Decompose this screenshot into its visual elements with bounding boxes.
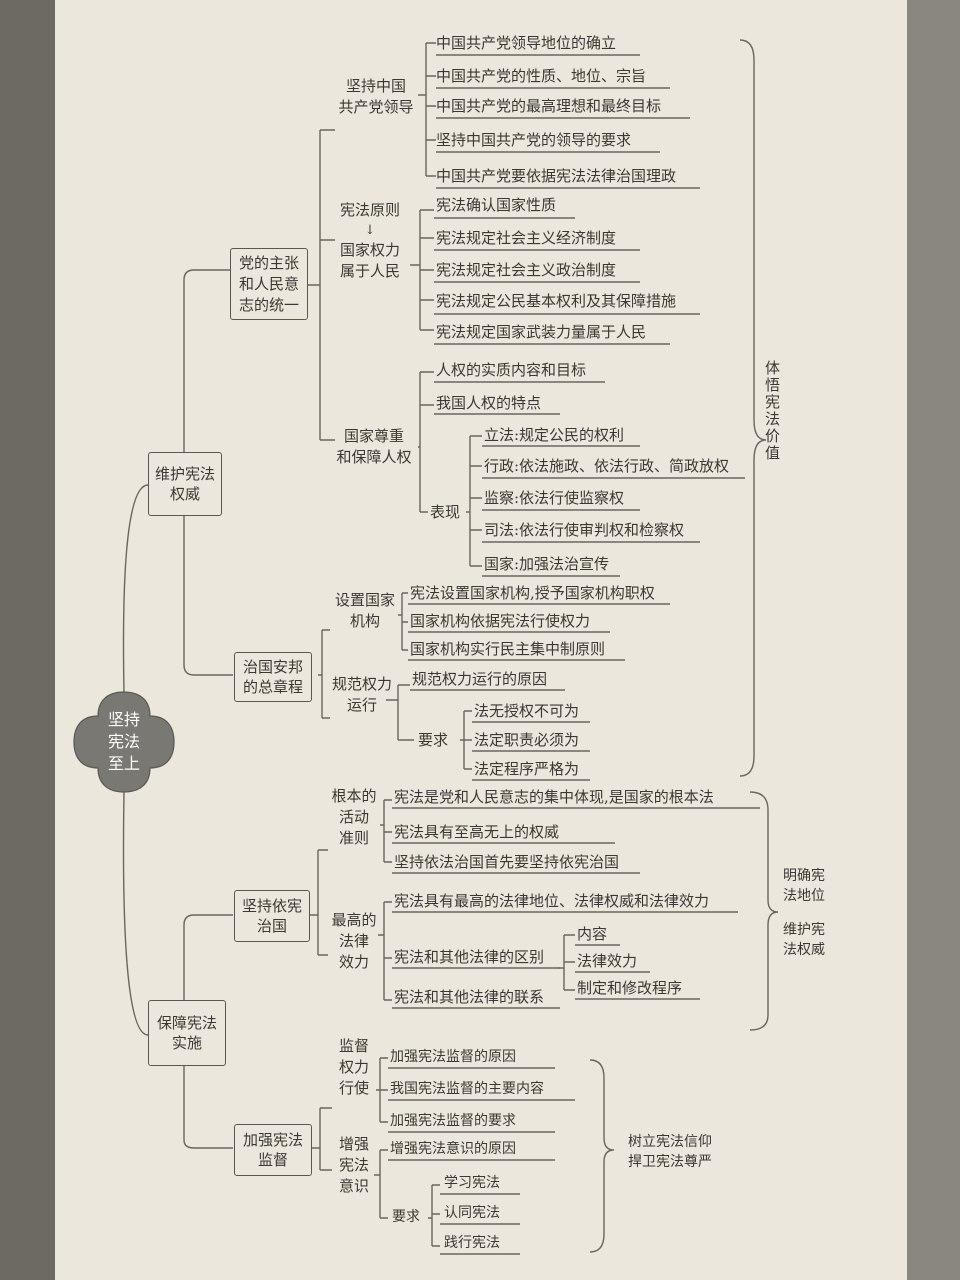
leaf-item: 宪法规定社会主义政治制度 [436,261,617,279]
leaf-item: 我国宪法监督的主要内容 [390,1081,544,1097]
side-label-value: 体悟宪法价值 [763,360,781,462]
root-node: 坚持 宪法 至上 [74,692,174,792]
leaf-item: 内容 [577,925,608,943]
leaf-item: 宪法规定公民基本权利及其保障措施 [436,292,677,310]
leaf-item: 立法:规定公民的权利 [484,426,625,444]
node-general-charter: 治国安邦 的总章程 [234,652,312,702]
side-label-status: 明确宪 法地位 [783,868,825,904]
leaf-item: 增强宪法意识的原因 [390,1141,516,1157]
leaf-item: 国家机构实行民主集中制原则 [410,640,606,658]
leaf-item: 宪法和其他法律的区别 [394,948,545,966]
leaf-item: 中国共产党领导地位的确立 [436,34,617,52]
node-govern-by-constitution: 坚持依宪 治国 [234,890,310,942]
leaf-item: 法律效力 [577,952,638,970]
leaf-item: 学习宪法 [444,1175,500,1191]
leaf-item: 加强宪法监督的原因 [390,1049,516,1065]
leaf-item: 中国共产党的最高理想和最终目标 [436,97,662,115]
leaf-item: 宪法具有至高无上的权威 [394,823,560,841]
group-human-rights: 国家尊重 和保障人权 [336,427,412,466]
group-requirements: 要求 [418,731,449,749]
leaf-item: 规范权力运行的原因 [412,670,548,688]
root-label-3: 至上 [107,754,140,773]
group-power-people: 国家权力 属于人民 [339,241,400,280]
leaf-item: 行政:依法施政、依法行政、简政放权 [484,457,730,475]
leaf-item: 宪法是党和人民意志的集中体现,是国家的根本法 [394,788,714,806]
down-arrow-icon: ↓ [364,223,376,238]
leaf-item: 践行宪法 [444,1235,500,1251]
leaf-item: 人权的实质内容和目标 [436,361,587,379]
leaf-item: 中国共产党的性质、地位、宗旨 [436,67,647,85]
group-enhance-awareness: 增强 宪法 意识 [338,1135,369,1195]
paper-page [55,0,907,1280]
page-shadow-right [907,0,960,1280]
group-supreme-effect: 最高的 法律 效力 [331,911,377,971]
leaf-item: 国家机构依据宪法行使权力 [410,612,591,630]
leaf-item: 国家:加强法治宣传 [484,555,610,573]
leaf-item: 我国人权的特点 [436,394,542,412]
leaf-item: 坚持依法治国首先要坚持依宪治国 [394,853,620,871]
leaf-item: 宪法规定国家武装力量属于人民 [436,323,647,341]
group-supervise-power: 监督 权力 行使 [338,1037,369,1097]
group-party-leadership: 坚持中国 共产党领导 [338,77,414,116]
leaf-item: 宪法具有最高的法律地位、法律权威和法律效力 [394,892,710,910]
leaf-item: 宪法设置国家机构,授予国家机构职权 [410,584,655,602]
leaf-item: 监察:依法行使监察权 [484,489,625,507]
root-label-1: 坚持 [107,710,140,729]
branch-ensure-implementation: 保障宪法 实施 [148,1000,226,1066]
leaf-item: 宪法和其他法律的联系 [394,988,545,1006]
page-shadow-left [0,0,55,1280]
group-requirements-2: 要求 [392,1209,420,1225]
leaf-item: 法无授权不可为 [474,702,580,720]
node-strengthen-supervision: 加强宪法 监督 [234,1124,312,1176]
leaf-item: 坚持中国共产党的领导的要求 [436,131,632,149]
group-manifestation: 表现 [430,503,461,521]
group-set-institutions: 设置国家 机构 [334,591,395,630]
side-label-authority: 维护宪 法权威 [783,922,825,958]
node-party-people-unity: 党的主张 和人民意 志的统一 [230,248,308,320]
leaf-item: 中国共产党要依据宪法法律治国理政 [436,167,677,185]
branch-maintain-authority: 维护宪法 权威 [148,452,222,516]
leaf-item: 认同宪法 [444,1205,500,1221]
leaf-item: 司法:依法行使审判权和检察权 [484,521,685,539]
group-principle-top: 宪法原则 [339,201,400,219]
root-shape [73,691,175,793]
leaf-item: 法定职责必须为 [474,731,580,749]
leaf-item: 加强宪法监督的要求 [390,1113,516,1129]
leaf-item: 法定程序严格为 [474,760,580,778]
group-fundamental-norm: 根本的 活动 准则 [331,787,377,847]
leaf-item: 宪法确认国家性质 [436,196,557,214]
leaf-item: 宪法规定社会主义经济制度 [436,229,617,247]
side-label-faith: 树立宪法信仰 捍卫宪法尊严 [628,1134,712,1170]
group-regulate-power: 规范权力 运行 [331,675,392,714]
leaf-item: 制定和修改程序 [577,979,683,997]
root-label-2: 宪法 [107,732,140,751]
